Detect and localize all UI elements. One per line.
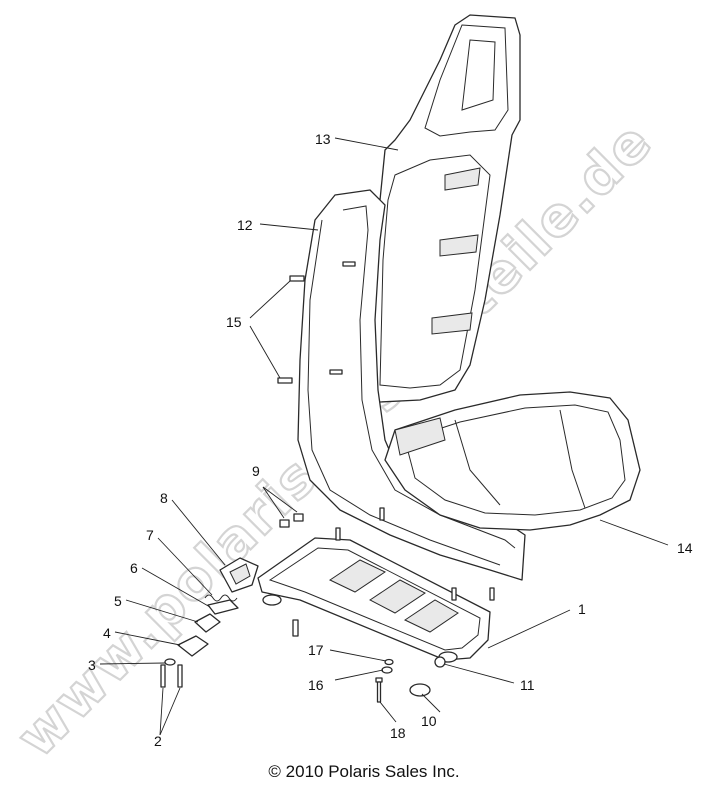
callout-17: 17	[308, 642, 324, 658]
part-5-plate	[194, 613, 221, 633]
callout-10: 10	[421, 713, 437, 729]
callout-12: 12	[237, 217, 253, 233]
callout-1: 1	[578, 601, 586, 617]
callout-13: 13	[315, 131, 331, 147]
part-4-mount	[177, 635, 209, 657]
part-16-washer	[381, 666, 393, 674]
part-14-seat-cushion	[384, 391, 641, 531]
part-12-frame	[297, 189, 526, 581]
part-11-nut	[434, 656, 446, 668]
callout-7: 7	[146, 527, 154, 543]
callout-18: 18	[390, 725, 406, 741]
callout-2: 2	[154, 733, 162, 749]
part-8-latch	[219, 557, 259, 593]
callout-15: 15	[226, 314, 242, 330]
callout-labels: 1 2 3 4 5 6 7 8 9 10 11 12 13 14 15 16 1…	[88, 131, 693, 749]
callout-5: 5	[114, 593, 122, 609]
callout-4: 4	[103, 625, 111, 641]
part-2-bolts	[160, 664, 183, 688]
part-15-bolts	[277, 261, 495, 637]
part-9-nuts	[279, 513, 304, 528]
callout-6: 6	[130, 560, 138, 576]
callout-11: 11	[520, 677, 535, 693]
part-1-base-plate	[257, 537, 491, 663]
callout-3: 3	[88, 657, 96, 673]
part-6-bracket	[207, 599, 239, 615]
part-13-seat-back	[369, 14, 521, 403]
callout-9: 9	[252, 463, 260, 479]
callout-14: 14	[677, 540, 693, 556]
callout-8: 8	[160, 490, 168, 506]
part-18-bolt	[375, 677, 383, 703]
copyright-text: © 2010 Polaris Sales Inc.	[268, 762, 460, 781]
part-3-spacer	[164, 658, 176, 666]
leader-lines	[99, 137, 669, 736]
part-17-washer	[384, 658, 394, 666]
part-10-washer	[409, 683, 431, 697]
callout-16: 16	[308, 677, 324, 693]
